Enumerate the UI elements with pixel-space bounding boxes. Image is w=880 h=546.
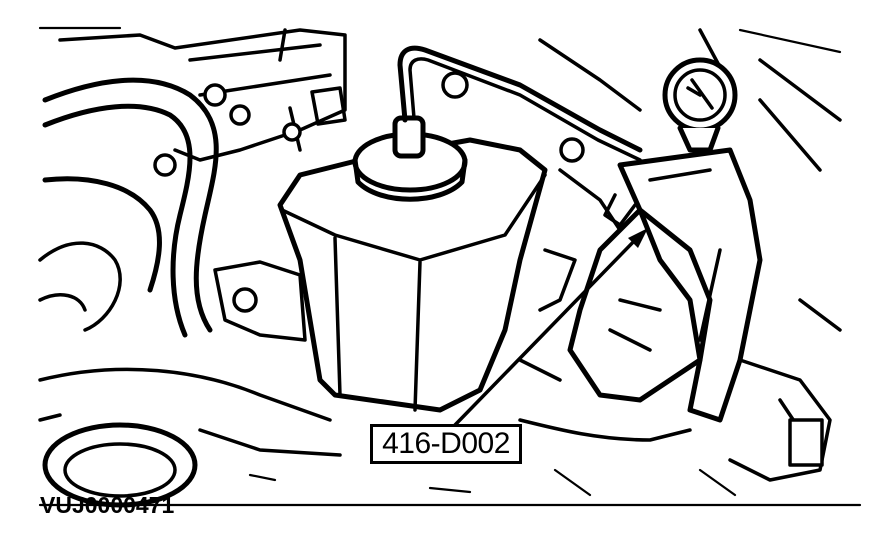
tool-number-label: 416-D002 (382, 427, 510, 460)
vacuum-pump-nozzle (603, 193, 637, 227)
bracket-bolt (232, 287, 258, 313)
figure-id-label: VUJ0000471 (40, 492, 175, 518)
lower-left-structure (38, 367, 342, 457)
bolt-right-1 (559, 137, 585, 163)
filler-cap (42, 422, 198, 508)
reservoir-edge (280, 173, 547, 412)
vacuum-pump-grip-lines (608, 168, 722, 352)
frame-lines (38, 26, 862, 507)
reservoir-cap-side (352, 157, 468, 202)
filler-cap-inner (63, 442, 177, 498)
callout-arrowhead (628, 228, 648, 248)
engine-block (58, 28, 347, 162)
gauge-stem (677, 125, 721, 153)
left-hose-upper-inner (42, 103, 193, 338)
pressure-gauge-dial (673, 68, 727, 122)
bolt-left-2 (229, 104, 251, 126)
pressure-gauge-needle (686, 78, 714, 110)
bolt-left-1 (203, 83, 227, 107)
mount-bracket (213, 260, 307, 342)
electrical-connector (788, 418, 824, 467)
gauge-hose (397, 45, 643, 153)
bolt-left-4 (282, 122, 302, 142)
callout-leader (453, 233, 642, 427)
left-hose-lower (42, 176, 162, 293)
left-hose-upper (42, 77, 219, 333)
gauge-hose-inner (408, 57, 642, 162)
bolt-top (441, 71, 469, 99)
vacuum-pump-body (617, 147, 763, 423)
left-hose-coil (38, 241, 122, 332)
ground-marks (248, 468, 737, 497)
cap-adapter (392, 115, 426, 159)
bolt-left-3 (153, 153, 177, 177)
tool-number-callout: 416-D002 (370, 424, 522, 464)
